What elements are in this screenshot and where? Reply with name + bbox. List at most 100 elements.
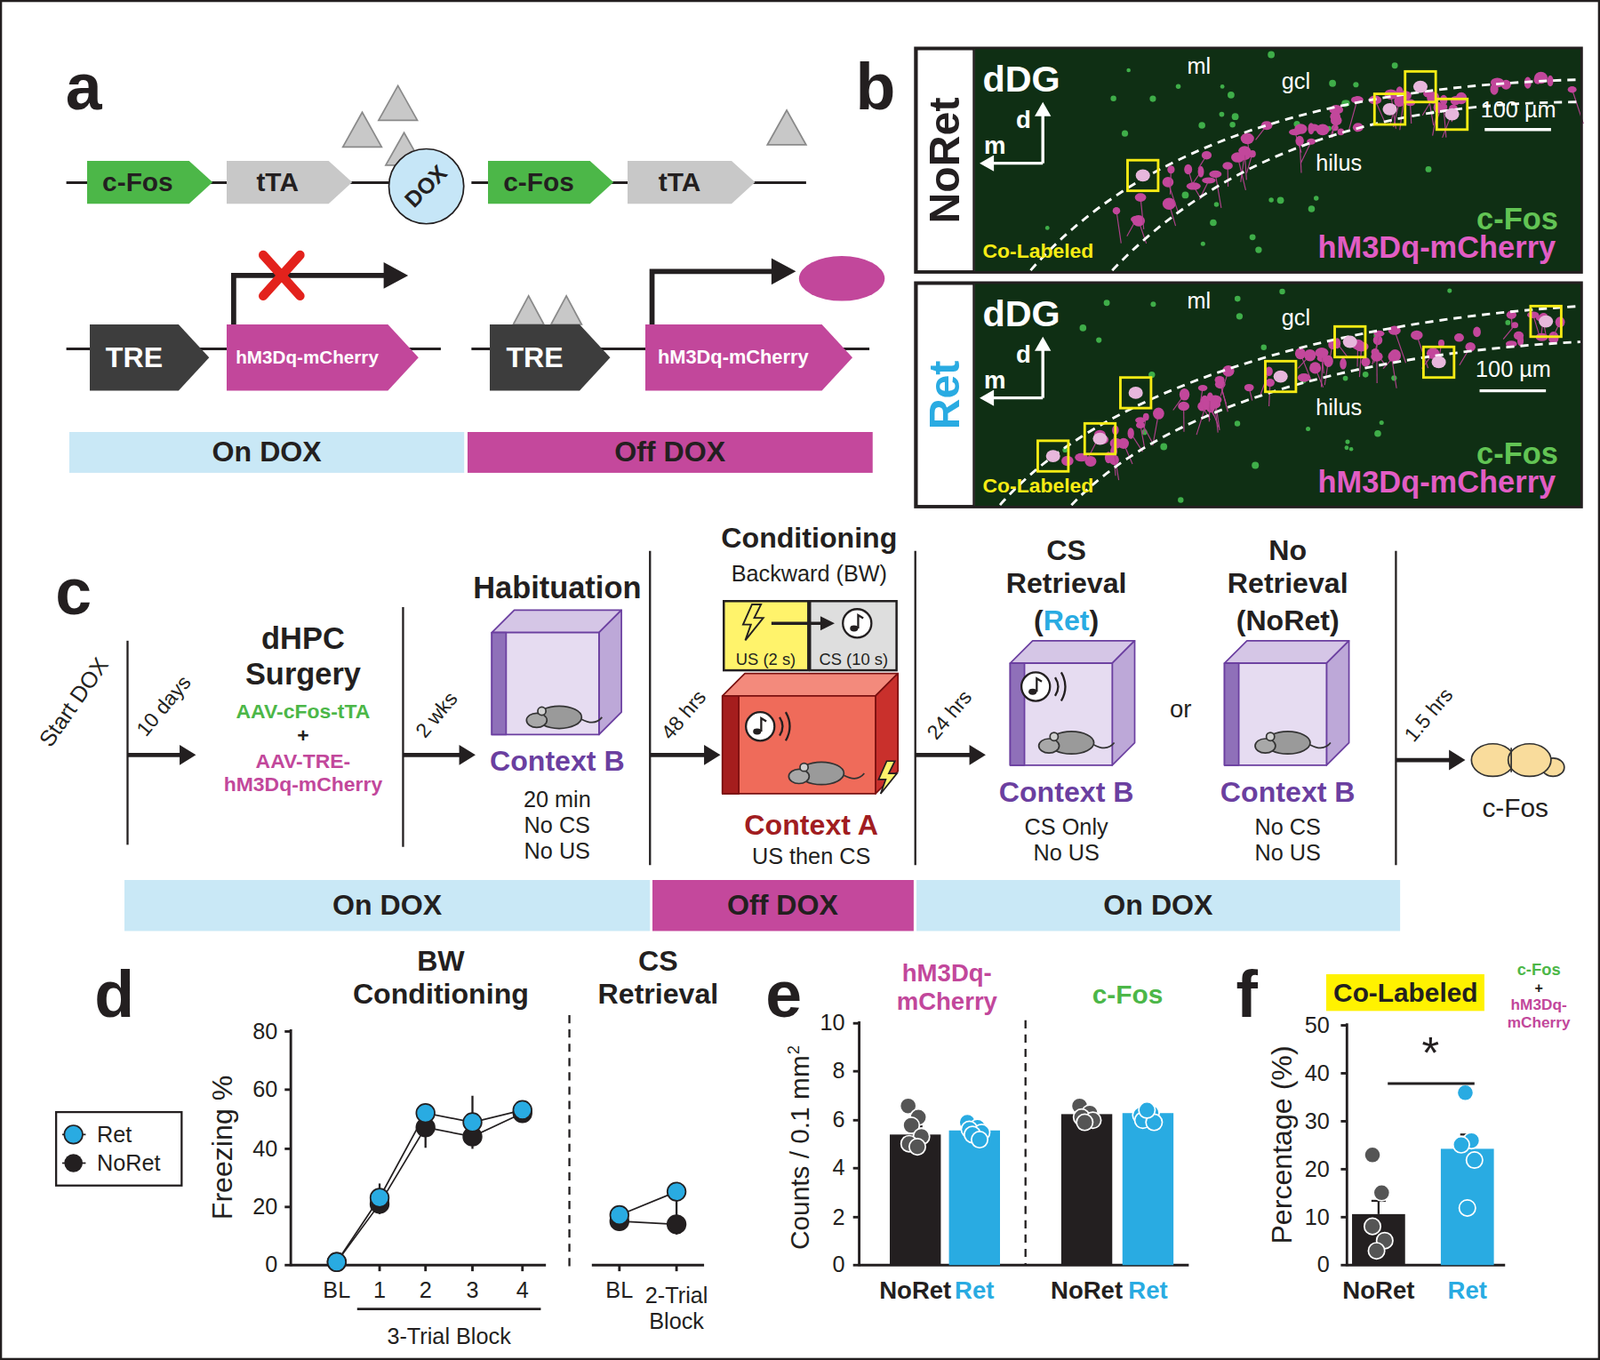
label-text: 2 wks (410, 687, 463, 743)
figure-circle (1466, 1152, 1483, 1168)
mcherry-cell (1152, 408, 1165, 420)
figure-g (788, 761, 864, 784)
figure-polygon (512, 296, 544, 325)
cell-marks (1045, 51, 1584, 504)
figure-circle (909, 1138, 926, 1155)
figure-line (914, 551, 917, 866)
data-dot (1453, 1084, 1483, 1216)
figure-rect (1009, 663, 1024, 766)
node-text: hM3Dq-mCherry (235, 347, 379, 368)
label-text: Co-Labeled (982, 239, 1094, 263)
label-text: 30 (1304, 1108, 1330, 1135)
cfos-dot (1313, 195, 1320, 201)
label-text: Conditioning (720, 520, 897, 554)
cfos-dot (1349, 447, 1354, 452)
cfos-dot (1200, 241, 1206, 247)
label-text: CS Retrieval (581, 944, 735, 1011)
figure-ellipse (1273, 370, 1288, 384)
cfos-dot (1261, 344, 1267, 351)
label-text: Ret (1043, 603, 1090, 637)
mcherry-cell (1177, 401, 1190, 411)
figure-line (284, 1088, 291, 1091)
figure-path (233, 275, 386, 325)
node-text: c-Fos (503, 168, 575, 198)
label-text: ) (1088, 603, 1099, 637)
figure-line (992, 396, 1043, 400)
mcherry-cell (1410, 330, 1424, 341)
label-text: Context B (489, 744, 625, 778)
figure-line (1340, 1024, 1347, 1027)
label-text: Percentage (%) (1264, 1045, 1298, 1244)
superscript: 2 (784, 1045, 803, 1055)
figure-circle (64, 1153, 83, 1173)
figure-rect (1084, 423, 1115, 454)
transcription-arrow (233, 257, 797, 325)
figure-path (1036, 678, 1042, 692)
cfos-dot (1379, 420, 1384, 425)
label-text: 50 (1304, 1012, 1330, 1039)
figure-circle (463, 1112, 482, 1132)
cfos-dot (1176, 83, 1182, 89)
figure-ellipse (1445, 108, 1460, 121)
figure-path (581, 717, 602, 723)
label-text: 4 (516, 1278, 529, 1304)
figure-path (1112, 102, 1582, 271)
box-outline (916, 880, 1400, 931)
axis (1340, 1023, 1505, 1266)
gene-arrow: tTA (627, 160, 755, 204)
figure-line (617, 1264, 621, 1272)
significance-line (1387, 1082, 1475, 1086)
label-text: 0 (264, 1252, 278, 1279)
figure-polygon (378, 85, 418, 120)
row-label-box: NoRet (915, 48, 976, 273)
bar (889, 1112, 1174, 1265)
cfos-dot (1177, 496, 1184, 503)
figure-line (1340, 1264, 1347, 1267)
figure-polygon (875, 673, 898, 794)
figure-line (992, 161, 1043, 165)
figure-g (1039, 731, 1115, 754)
figure-circle (800, 763, 808, 772)
arrow-outline (226, 160, 352, 204)
context-box (722, 673, 898, 794)
label-group: Counts / 0.1 mm2 (784, 1045, 816, 1250)
dox-circle: DOX (387, 147, 465, 225)
cfos-dot (1182, 192, 1190, 200)
mcherry-cell (1454, 333, 1464, 342)
label-text: ( (1033, 603, 1044, 637)
cfos-dot (1328, 80, 1336, 88)
figure-circle (609, 1206, 629, 1225)
label-text: ( (1236, 603, 1247, 637)
label-text: 8 (832, 1058, 845, 1085)
figure-rect (1335, 326, 1366, 357)
figure-circle (512, 1100, 532, 1120)
label-text: 2 (832, 1204, 845, 1231)
mcherry-cell (1329, 112, 1341, 122)
label-text: 2-Trial Block (635, 1282, 718, 1335)
cfos-dot (1344, 440, 1350, 445)
mcherry-cell (1207, 392, 1214, 401)
figure-ellipse (1128, 386, 1144, 400)
label-text: Ret (1128, 1276, 1168, 1305)
arrow-outline (226, 324, 419, 392)
label-text: Counts / 0.1 mm (784, 1056, 816, 1251)
mcherry-cell (1472, 326, 1481, 337)
mcherry-cell (1309, 361, 1321, 374)
figure-rect (722, 696, 876, 794)
axis (284, 1029, 704, 1309)
dna-lines (66, 182, 870, 349)
cfos-dot (1362, 371, 1369, 378)
tone-icon (842, 608, 872, 638)
label-text: f (1236, 957, 1258, 1032)
data-point (327, 1104, 686, 1272)
cfos-dot (1255, 246, 1262, 253)
figure-polygon (1112, 640, 1135, 766)
mcherry-cell (1127, 427, 1134, 440)
figure-circle (1049, 732, 1058, 741)
figure-line (1340, 1120, 1347, 1123)
figure-circle (1364, 1146, 1381, 1163)
figure-circle (1456, 1084, 1473, 1101)
label-text: NoRet (1245, 603, 1330, 637)
figure-line (1040, 349, 1044, 399)
